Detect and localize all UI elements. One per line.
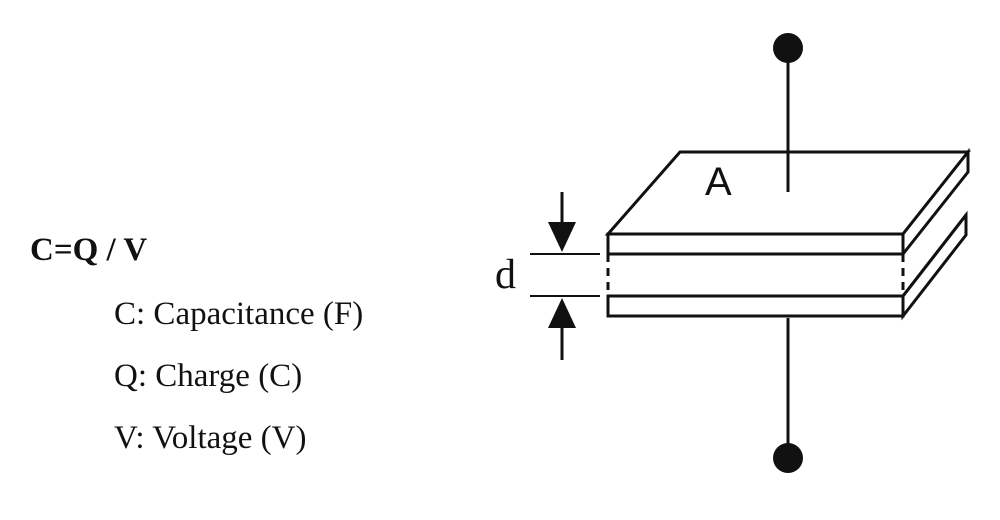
definition-voltage: V: Voltage (V) [114,420,307,456]
upper-plate [604,147,972,259]
definition-capacitance: C: Capacitance (F) [114,296,364,332]
gap-arrow-top-head [548,222,576,252]
capacitance-formula: C=Q / V [30,232,148,268]
lower-plate-edge [901,214,968,297]
plate-gap-label: d [495,252,516,298]
definition-charge: Q: Charge (C) [114,358,303,394]
formula-block: C=Q / V C: Capacitance (F) Q: Charge (C)… [30,226,450,466]
lower-plate-front [606,294,905,318]
gap-arrow-bottom-head [548,298,576,328]
plate-area-label: A [705,160,732,204]
lower-plate [606,210,968,321]
upper-plate-front [606,232,905,256]
bottom-terminal-dot [773,443,803,473]
